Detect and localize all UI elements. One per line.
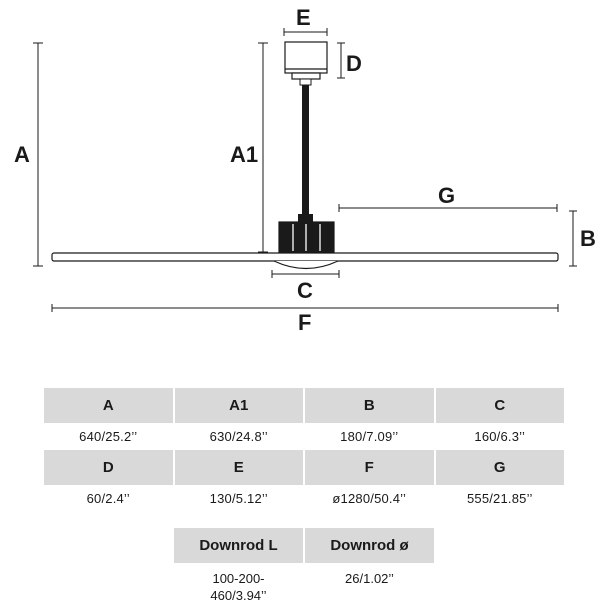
specification-table: A A1 B C 640/25.2’’ 630/24.8’’ 180/7.09’… (44, 388, 564, 512)
ceiling-canopy (284, 41, 328, 80)
spec-head-d: D (44, 450, 173, 485)
spec-value-row-1: 640/25.2’’ 630/24.8’’ 180/7.09’’ 160/6.3… (44, 423, 564, 450)
spec-head-downrod-diameter: Downrod ø (305, 528, 434, 563)
dimension-b (569, 210, 577, 267)
spec-head-f: F (305, 450, 434, 485)
motor-housing (278, 221, 335, 254)
downrod-diameter-line-1: 26/1.02’’ (345, 571, 394, 586)
spec-value-a1: 630/24.8’’ (209, 429, 268, 444)
fan-dimension-diagram: A A1 E D (14, 5, 596, 335)
fan-blades (51, 252, 559, 262)
dimension-a (33, 42, 43, 267)
bottom-cap (273, 260, 339, 270)
spec-value-row-2: 60/2.4’’ 130/5.12’’ ø1280/50.4’’ 555/21.… (44, 485, 564, 512)
label-g: G (438, 183, 455, 208)
label-b: B (580, 226, 596, 251)
dimension-e (283, 28, 328, 36)
dimension-d (337, 42, 345, 79)
downrod-length-column: Downrod L 100-200- 460/3.94’’ (174, 528, 303, 604)
downrod-diameter-column: Downrod ø 26/1.02’’ (305, 528, 434, 604)
spec-head-a: A (44, 388, 173, 423)
spec-head-c: C (435, 388, 564, 423)
spec-value-downrod-diameter: 26/1.02’’ (305, 563, 434, 587)
spec-head-e: E (174, 450, 303, 485)
spec-head-downrod-length: Downrod L (174, 528, 303, 563)
spec-header-row-2: D E F G (44, 450, 564, 485)
spec-value-b: 180/7.09’’ (340, 429, 399, 444)
downrod-spec-table: Downrod L 100-200- 460/3.94’’ Downrod ø … (174, 528, 434, 604)
spec-value-g: 555/21.85’’ (466, 491, 533, 506)
spec-value-c: 160/6.3’’ (474, 429, 526, 444)
label-d: D (346, 51, 362, 76)
label-a1: A1 (230, 142, 258, 167)
spec-head-a1: A1 (174, 388, 303, 423)
spec-value-d: 60/2.4’’ (86, 491, 130, 506)
dimension-f (51, 304, 559, 312)
spec-value-downrod-length: 100-200- 460/3.94’’ (174, 563, 303, 604)
spec-head-b: B (305, 388, 434, 423)
dimension-c (271, 270, 340, 278)
downrod-length-line-2: 460/3.94’’ (210, 588, 267, 603)
dimension-a1 (258, 42, 268, 253)
label-e: E (296, 5, 311, 30)
spec-value-a: 640/25.2’’ (79, 429, 138, 444)
dimension-g (338, 204, 558, 212)
label-a: A (14, 142, 30, 167)
spec-head-g: G (435, 450, 564, 485)
downrod-length-line-1: 100-200- (212, 571, 265, 586)
spec-value-e: 130/5.12’’ (209, 491, 268, 506)
downrod (298, 78, 313, 222)
label-f: F (298, 310, 311, 335)
spec-header-row-1: A A1 B C (44, 388, 564, 423)
label-c: C (297, 278, 313, 303)
spec-value-f: ø1280/50.4’’ (332, 491, 407, 506)
